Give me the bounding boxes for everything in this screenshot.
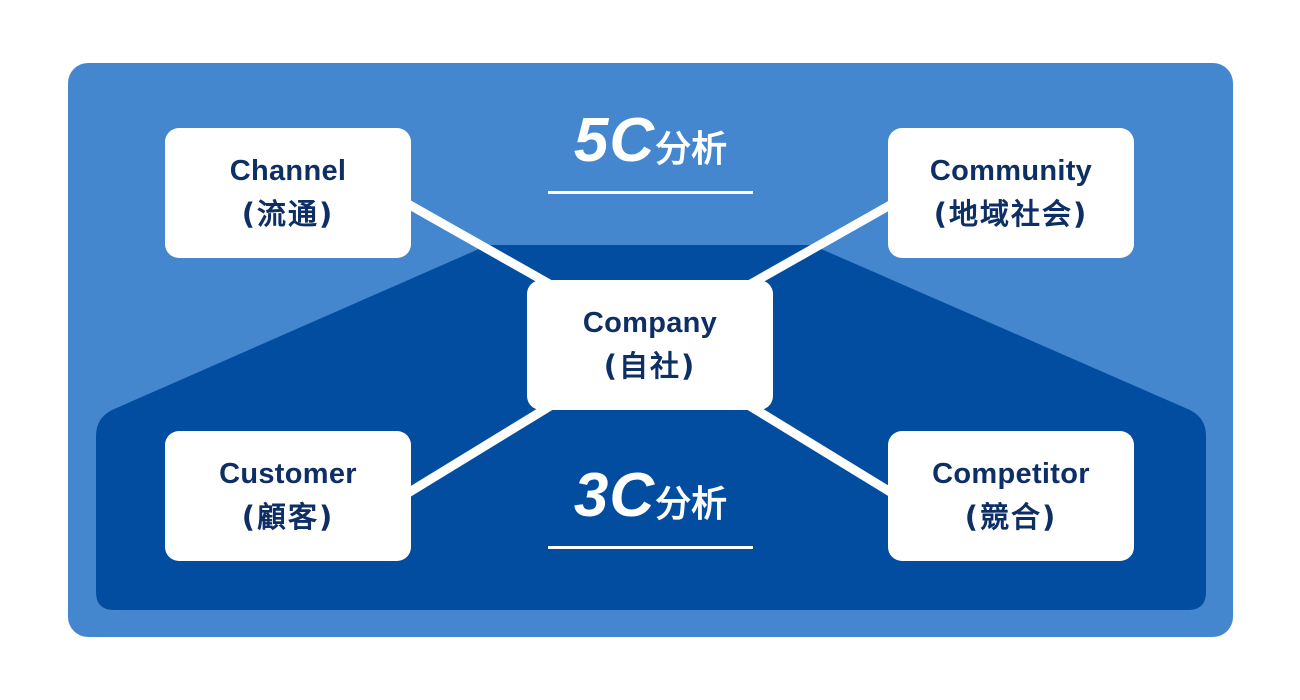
node-community: Community (地域社会): [888, 128, 1134, 258]
node-competitor: Competitor (競合): [888, 431, 1134, 561]
title-5c-analysis: 5C分析: [548, 105, 753, 176]
title-5c-underline: [548, 191, 753, 194]
connector-company-customer: [405, 396, 563, 497]
node-community-ja-label: (地域社会): [933, 197, 1089, 231]
title-3c-prefix: 3C: [573, 461, 656, 530]
node-community-en-label: Community: [929, 154, 1093, 187]
node-customer: Customer (顧客): [165, 431, 411, 561]
connector-company-channel: [405, 200, 563, 294]
node-customer-en-label: Customer: [219, 457, 357, 490]
connector-company-competitor: [737, 396, 895, 497]
connector-company-community: [737, 200, 895, 294]
node-company: Company (自社): [527, 280, 773, 410]
node-channel-ja-label: (流通): [241, 197, 335, 231]
node-channel-en-label: Channel: [229, 154, 347, 187]
title-3c-analysis: 3C分析: [548, 460, 753, 531]
node-competitor-ja-label: (競合): [964, 500, 1058, 534]
title-5c-suffix: 分析: [655, 129, 728, 170]
title-3c-underline: [548, 546, 753, 549]
node-company-en-label: Company: [582, 306, 718, 339]
node-company-ja-label: (自社): [603, 349, 697, 383]
title-5c-prefix: 5C: [573, 106, 656, 175]
title-3c-suffix: 分析: [655, 484, 728, 525]
node-channel: Channel (流通): [165, 128, 411, 258]
node-competitor-en-label: Competitor: [932, 457, 1090, 490]
node-customer-ja-label: (顧客): [241, 500, 335, 534]
